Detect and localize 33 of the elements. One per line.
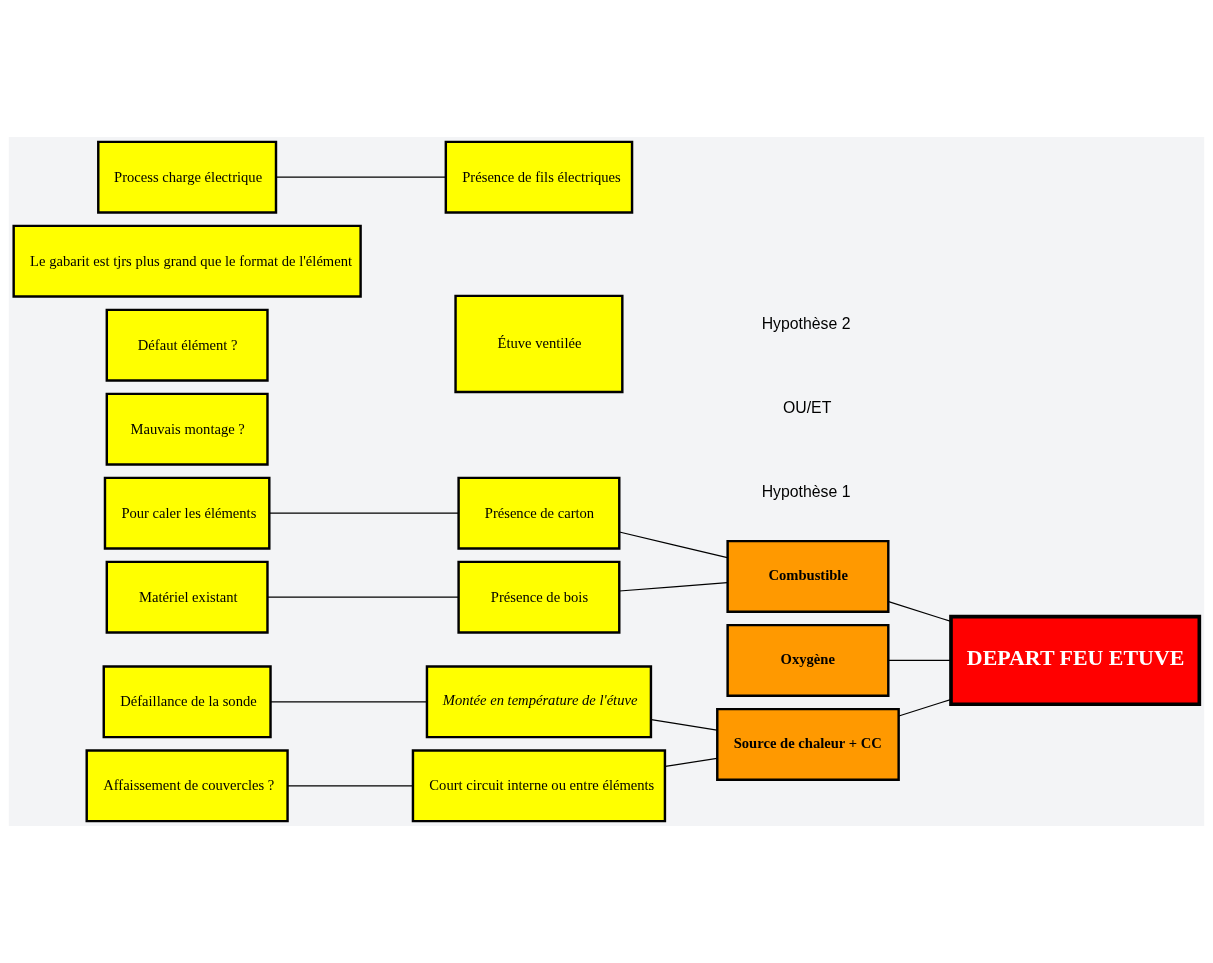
connector: [270, 701, 428, 703]
node-box: Court circuit interne ou entre éléments: [411, 749, 667, 823]
connector: [888, 601, 952, 623]
label: Hypothèse 1: [761, 482, 851, 500]
node-box: DEPART FEU ETUVE: [949, 614, 1202, 707]
label: Hypothèse 2: [761, 314, 851, 332]
node-box: Défaut élément ?: [105, 308, 269, 382]
node-box: Montée en température de l'étuve: [425, 665, 653, 739]
node-box: Oxygène: [726, 623, 890, 697]
node-box: Source de chaleur + CC: [716, 707, 900, 781]
connector: [275, 176, 447, 178]
node-box: Défaillance de la sonde: [102, 665, 272, 739]
node-box: Étuve ventilée: [454, 294, 624, 394]
node-box: Mauvais montage ?: [105, 392, 269, 466]
node-box: Pour caler les éléments: [103, 476, 271, 550]
node-box: Présence de carton: [457, 476, 621, 550]
connector: [888, 659, 952, 662]
connector: [618, 531, 728, 559]
connector: [650, 719, 718, 731]
node-box: Le gabarit est tjrs plus grand que le format de l'élément: [12, 224, 362, 298]
node-box: Présence de fils électriques: [444, 140, 634, 214]
connector: [267, 596, 459, 598]
node-box: Combustible: [726, 539, 890, 613]
node-box: Process charge électrique: [97, 140, 278, 214]
label: OU/ET: [783, 398, 832, 416]
node-box: Affaissement de couvercles ?: [85, 749, 289, 823]
node-box: Présence de bois: [457, 560, 621, 634]
node-box: Matériel existant: [105, 560, 269, 634]
connector: [898, 698, 952, 717]
connector: [618, 582, 728, 592]
connector: [287, 785, 414, 787]
connector: [664, 757, 718, 767]
connector: [268, 512, 459, 514]
